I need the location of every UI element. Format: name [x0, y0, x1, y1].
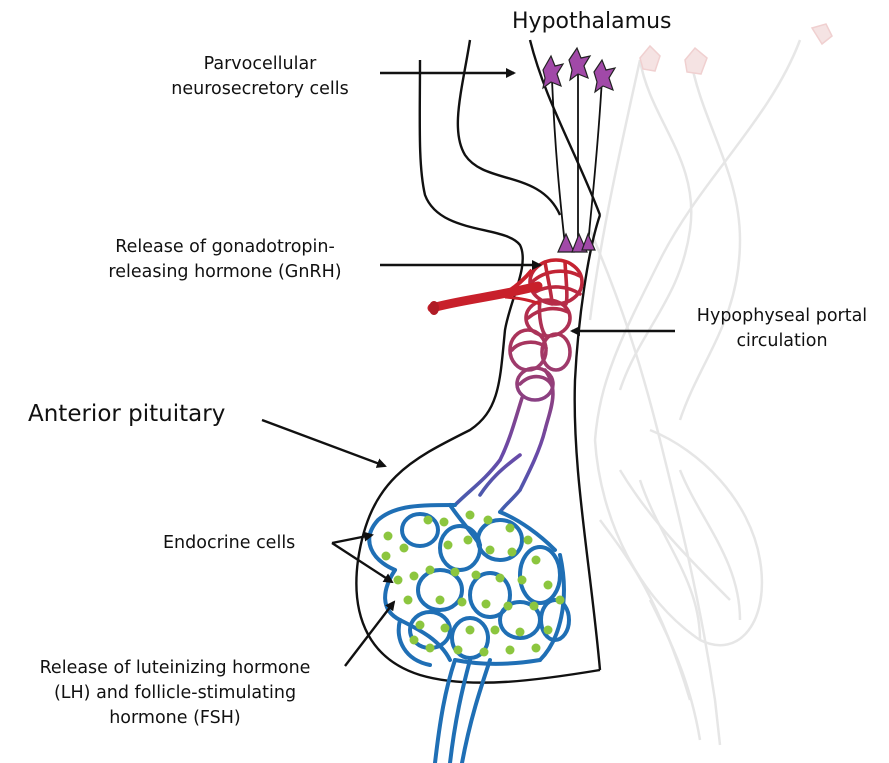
label-arrows — [262, 73, 675, 666]
portal-label-line2: circulation — [676, 329, 888, 354]
lh-fsh-label-line2: (LH) and follicle-stimulating — [10, 681, 340, 706]
parvocellular-neurons — [543, 48, 615, 252]
superior-hypophyseal-artery — [429, 270, 540, 315]
anterior-pituitary-label: Anterior pituitary — [28, 400, 225, 428]
endocrine-arrow-1 — [332, 535, 372, 543]
lh-fsh-label-line3: hormone (FSH) — [10, 706, 340, 731]
gnrh-label: Release of gonadotropin- releasing hormo… — [80, 235, 370, 285]
endocrine-cells-label: Endocrine cells — [163, 531, 295, 556]
parvocellular-label: Parvocellular neurosecretory cells — [160, 52, 360, 102]
lh-fsh-label-line1: Release of luteinizing hormone — [10, 656, 340, 681]
faded-background-structure — [590, 40, 800, 745]
gnrh-label-line2: releasing hormone (GnRH) — [80, 260, 370, 285]
hypothalamus-title: Hypothalamus — [512, 8, 671, 36]
parvocellular-label-line2: neurosecretory cells — [160, 77, 360, 102]
gnrh-label-line1: Release of gonadotropin- — [80, 235, 370, 260]
parvocellular-label-line1: Parvocellular — [160, 52, 360, 77]
anterior-pituitary-arrow — [262, 420, 385, 466]
lh-fsh-label: Release of luteinizing hormone (LH) and … — [10, 656, 340, 731]
portal-circulation-label: Hypophyseal portal circulation — [676, 304, 888, 354]
portal-label-line1: Hypophyseal portal — [676, 304, 888, 329]
